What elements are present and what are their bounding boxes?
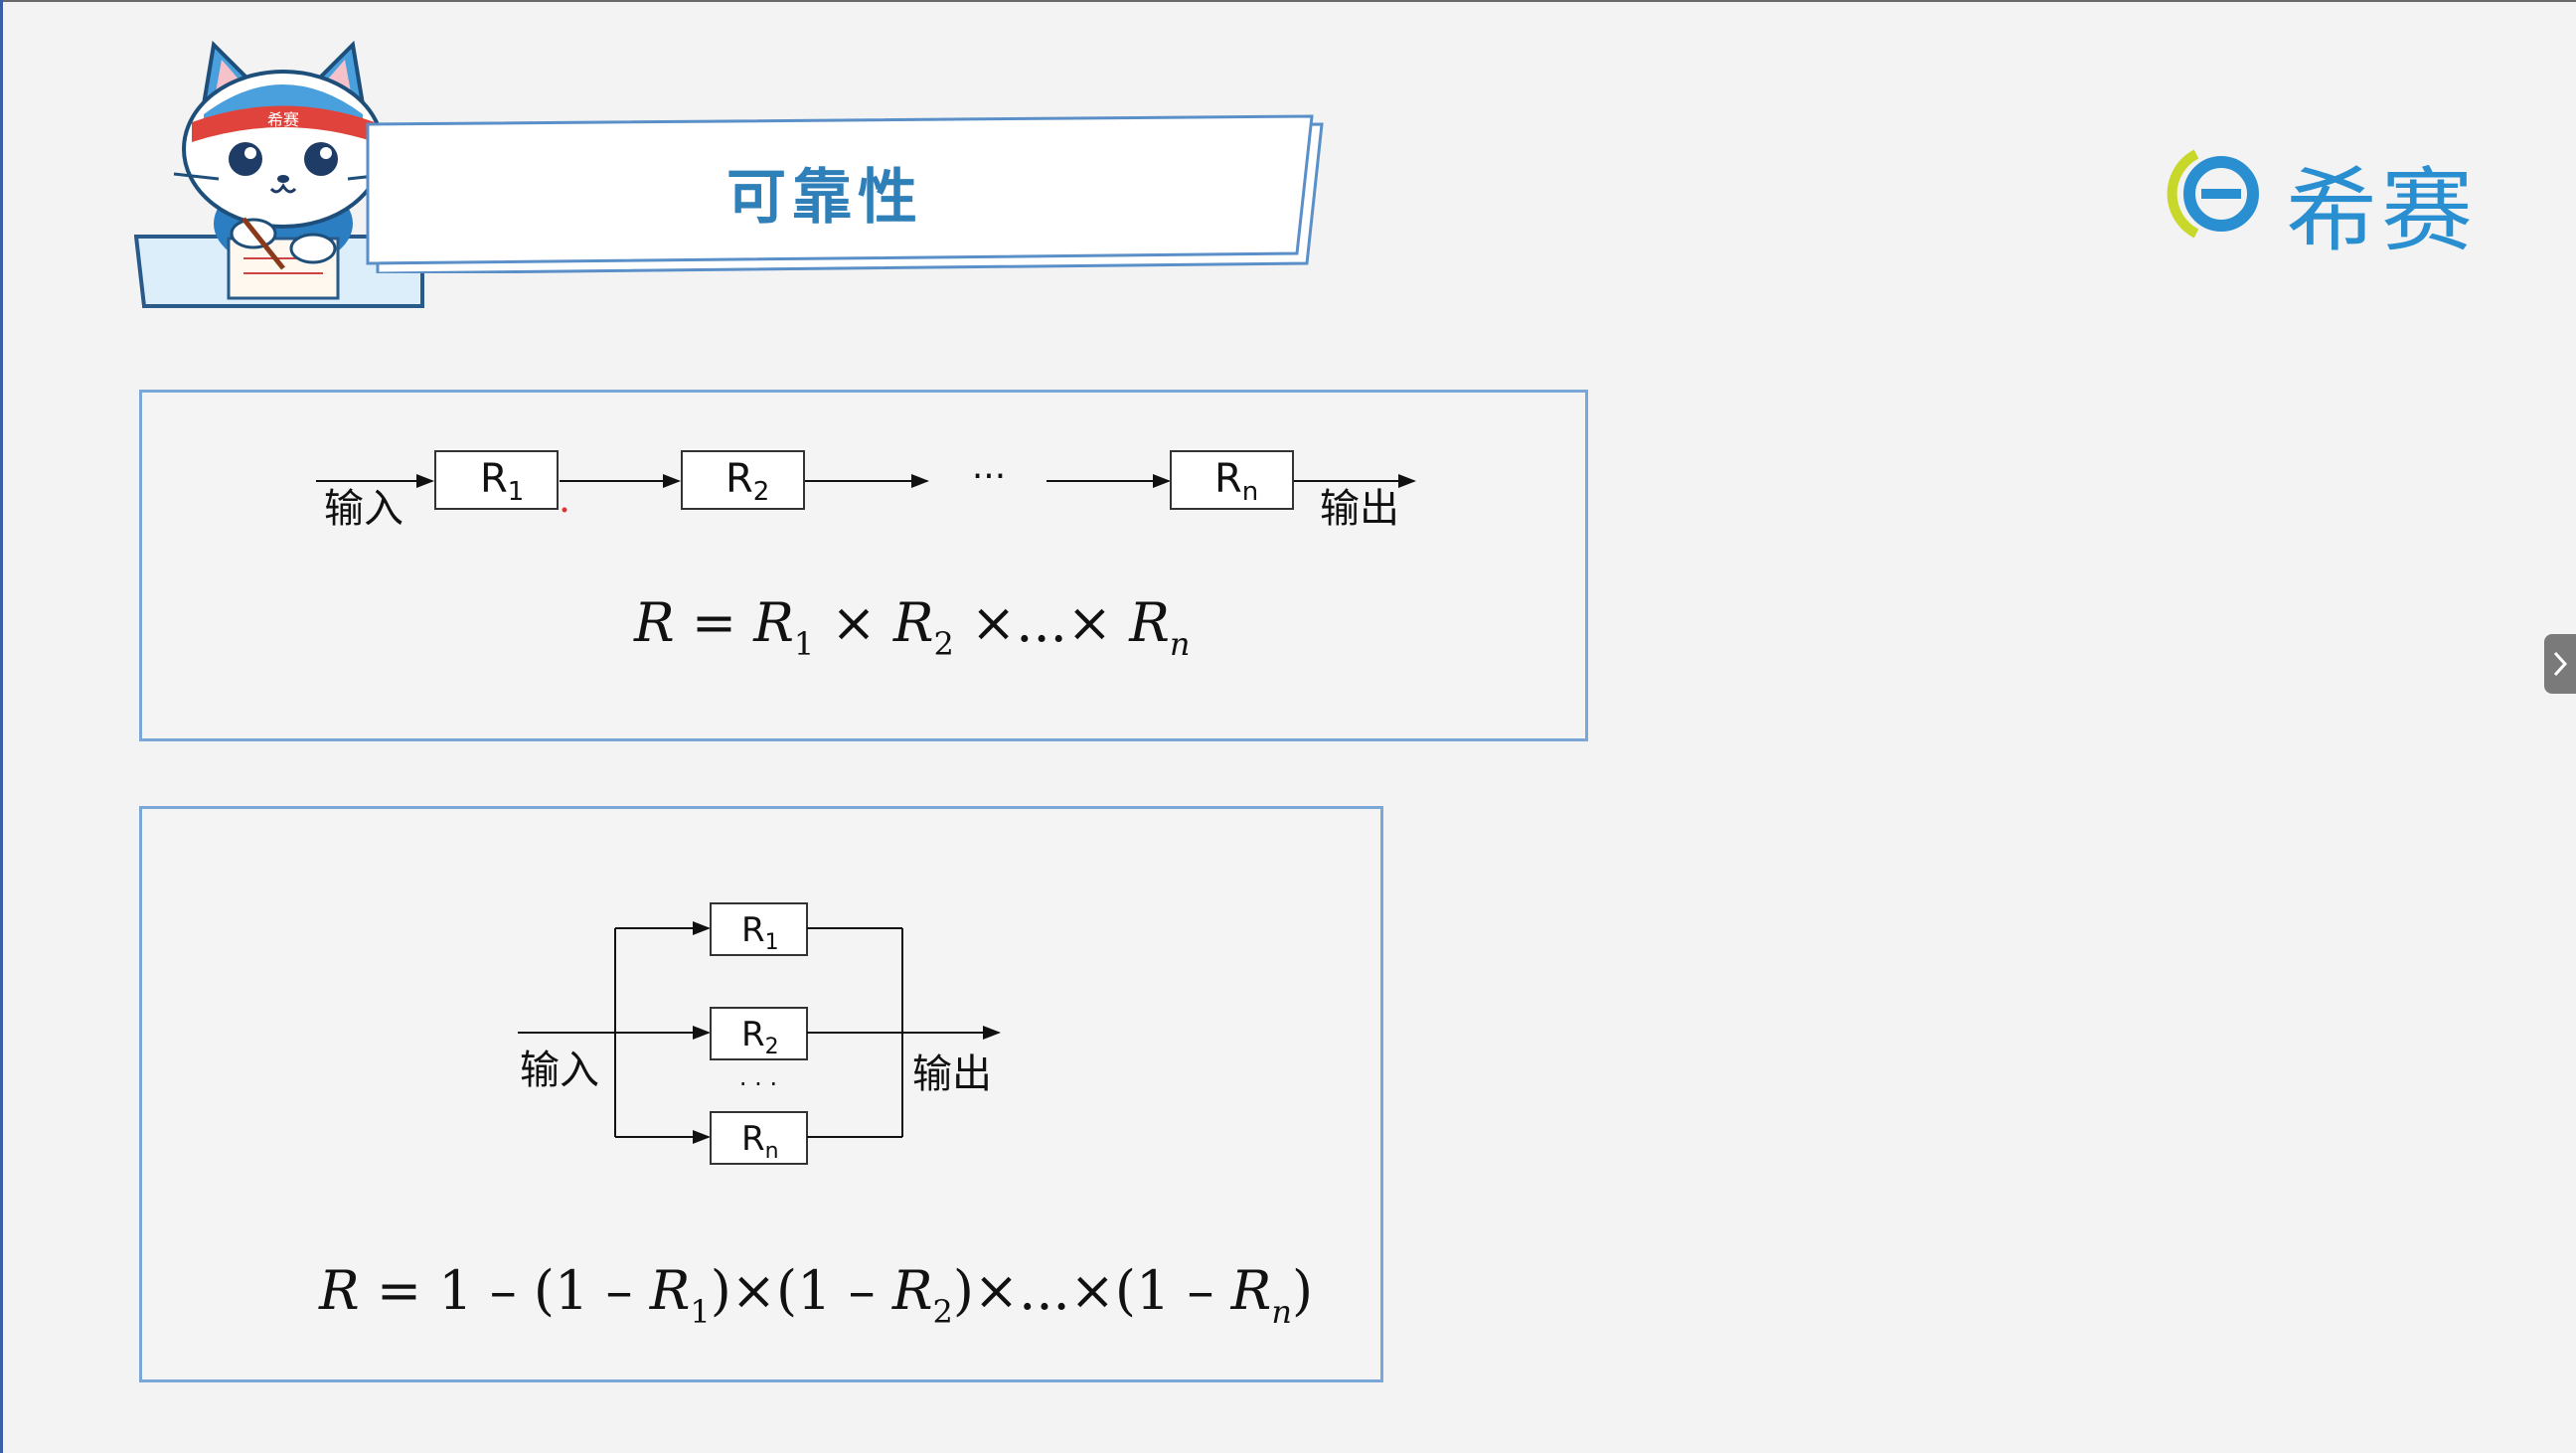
series-input-label: 输入 [324,486,403,532]
headband-text: 希赛 [267,110,299,129]
series-diagram-panel: R1 R2 Rn ··· 输入 输出 R = R1 × R2 ×...× Rn [139,390,1588,741]
parallel-box-rn [710,1111,808,1165]
chevron-right-icon [2553,651,2568,677]
svg-text:R = R1 × R2 ×...× Rn: R = R1 × R2 ×...× Rn [633,591,1190,663]
title-banner [338,114,1327,273]
window-left-border [0,0,3,1453]
parallel-formula: R = 1 – (1 – R1)×(1 – R2)×...×(1 – Rn) [318,1259,1313,1331]
series-box-rn [1170,450,1294,510]
svg-text:R = 1 – (1 – R1)×(1 – R2)×...×: R = 1 – (1 – R1)×(1 – R2)×...×(1 – Rn) [318,1259,1313,1331]
page-title: 可靠性 [726,163,923,233]
series-box-r1 [434,450,559,510]
parallel-input-label: 输入 [520,1048,599,1093]
series-formula: R = R1 × R2 ×...× Rn [633,591,1190,663]
series-output-label: 输出 [1320,486,1399,532]
window-top-border [0,0,2576,2]
parallel-ellipsis: · · · [739,1070,777,1098]
parallel-diagram-panel: R1 R2 Rn · · · 输入 输出 R = 1 – (1 – R1)×(1… [139,806,1383,1382]
parallel-output-label: 输出 [912,1051,992,1097]
parallel-box-r2 [710,1007,808,1060]
logo-text: 希赛 [2286,158,2478,264]
series-ellipsis: ··· [972,456,1006,497]
next-slide-tab[interactable] [2544,634,2576,694]
svg-text:R2: R2 [741,1015,779,1059]
svg-text:Rn: Rn [741,1119,779,1164]
series-box-r2 [681,450,805,510]
e-circle-logo-icon [2157,139,2495,248]
